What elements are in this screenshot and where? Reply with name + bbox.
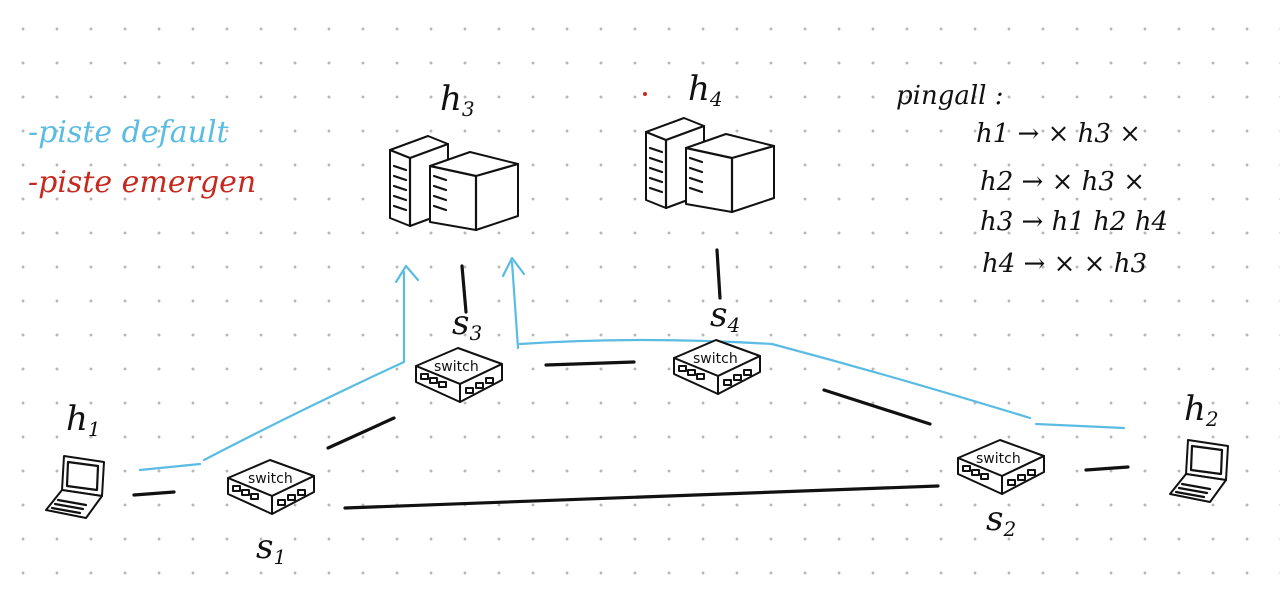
switch-icon-s2: switch <box>957 439 1045 495</box>
link-s2-h2 <box>1084 465 1130 472</box>
ping-row: h1 → × h3 × <box>976 119 1141 149</box>
ping-row: h4 → × × h3 <box>982 249 1147 279</box>
default-routes <box>138 256 1126 472</box>
ping-row: h2 → × h3 × <box>980 167 1145 197</box>
laptop-icon-h1 <box>44 454 106 520</box>
svg-text:switch: switch <box>693 351 738 367</box>
link-s1-s3 <box>326 416 396 450</box>
label-h4: h4 <box>688 69 723 111</box>
label-s2: s2 <box>986 499 1016 541</box>
link-s3-s4 <box>544 360 636 367</box>
route-h2-h3 <box>518 338 1126 430</box>
link-s1-s2 <box>343 484 940 510</box>
ping-table-title: pingall : <box>896 81 1004 111</box>
switch-icon-s3: switch <box>415 347 503 403</box>
svg-text:switch: switch <box>976 451 1021 467</box>
label-s3: s3 <box>452 303 482 345</box>
server-icon-h4 <box>644 116 776 214</box>
route-arrow-h1-h3 <box>394 264 420 284</box>
laptop-icon-h2 <box>1168 438 1230 504</box>
svg-text:switch: switch <box>248 471 293 487</box>
switch-icon-s4: switch <box>673 339 761 395</box>
switch-icon-s1: switch <box>227 459 315 515</box>
route-segment-s3-h3 <box>510 260 520 350</box>
legend-emergency-route: -piste emergen <box>28 165 256 200</box>
link-h1-s1 <box>132 490 176 497</box>
route-h1-h3 <box>138 270 406 472</box>
label-h3: h3 <box>440 79 475 121</box>
server-icon-h3 <box>388 134 520 232</box>
route-arrow-h2-h3 <box>501 256 526 278</box>
label-s4: s4 <box>710 295 740 337</box>
label-s1: s1 <box>256 527 286 569</box>
links <box>132 248 1130 510</box>
stray-dot <box>643 92 647 96</box>
svg-text:switch: switch <box>434 359 479 375</box>
ping-row: h3 → h1 h2 h4 <box>980 207 1168 237</box>
label-h2: h2 <box>1184 389 1219 431</box>
link-s4-s2 <box>822 388 932 426</box>
link-s3-h3 <box>460 264 468 314</box>
link-s4-h4 <box>715 248 722 300</box>
ping-table: pingall : h1 → × h3 × h2 → × h3 × h3 → h… <box>896 81 1168 279</box>
label-h1: h1 <box>66 399 101 441</box>
legend-default-route: -piste default <box>28 115 230 150</box>
